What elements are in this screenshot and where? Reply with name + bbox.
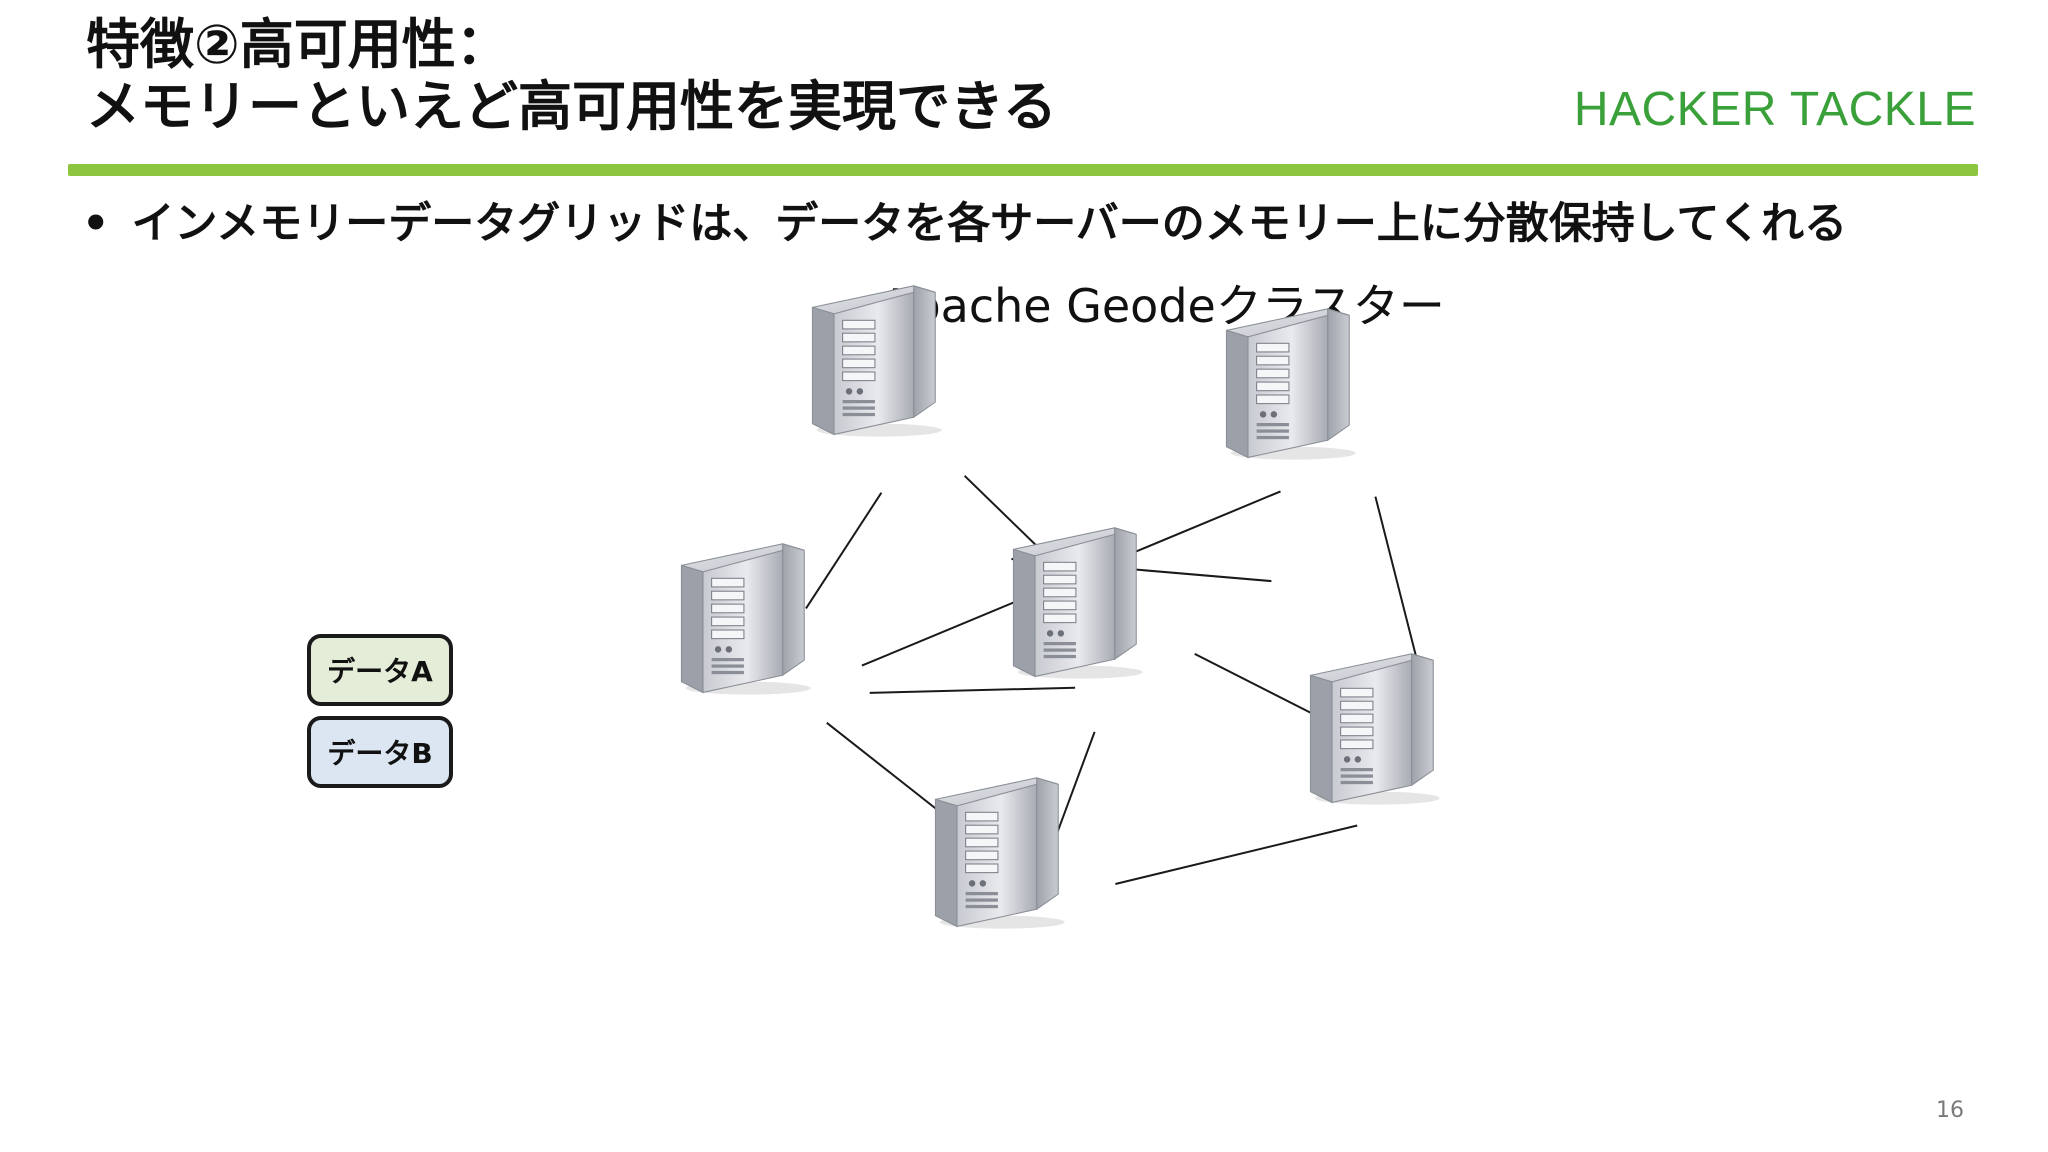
bullet-point: • インメモリーデータグリッドは、データを各サーバーのメモリー上に分散保持してくれ… (82, 196, 1847, 252)
server-tower-icon (680, 543, 812, 696)
server-tower-icon (811, 285, 943, 438)
page-number: 16 (1936, 1098, 1964, 1123)
data-b-box: データB (307, 716, 453, 788)
connection-line (805, 492, 883, 609)
server-tower-icon (934, 777, 1066, 930)
title-divider (68, 164, 1978, 176)
connection-line (1054, 731, 1096, 838)
connection-line (1115, 824, 1358, 885)
bullet-text: インメモリーデータグリッドは、データを各サーバーのメモリー上に分散保持してくれる (131, 199, 1848, 249)
data-a-box: データA (307, 634, 453, 706)
title-line-2: メモリーといえど高可用性を実現できる (86, 75, 1057, 138)
slide-title: 特徴②高可用性： メモリーといえど高可用性を実現できる (86, 14, 1057, 138)
title-line-1: 特徴②高可用性： (86, 13, 510, 76)
connection-line (869, 686, 1076, 694)
server-tower-icon (1012, 527, 1144, 680)
brand-logo: HACKER TACKLE (1573, 83, 1976, 136)
server-tower-icon (1309, 653, 1441, 806)
bullet-marker: • (82, 199, 110, 249)
server-tower-icon (1225, 308, 1357, 461)
cluster-label: Apache Geodeクラスター (880, 279, 1445, 333)
